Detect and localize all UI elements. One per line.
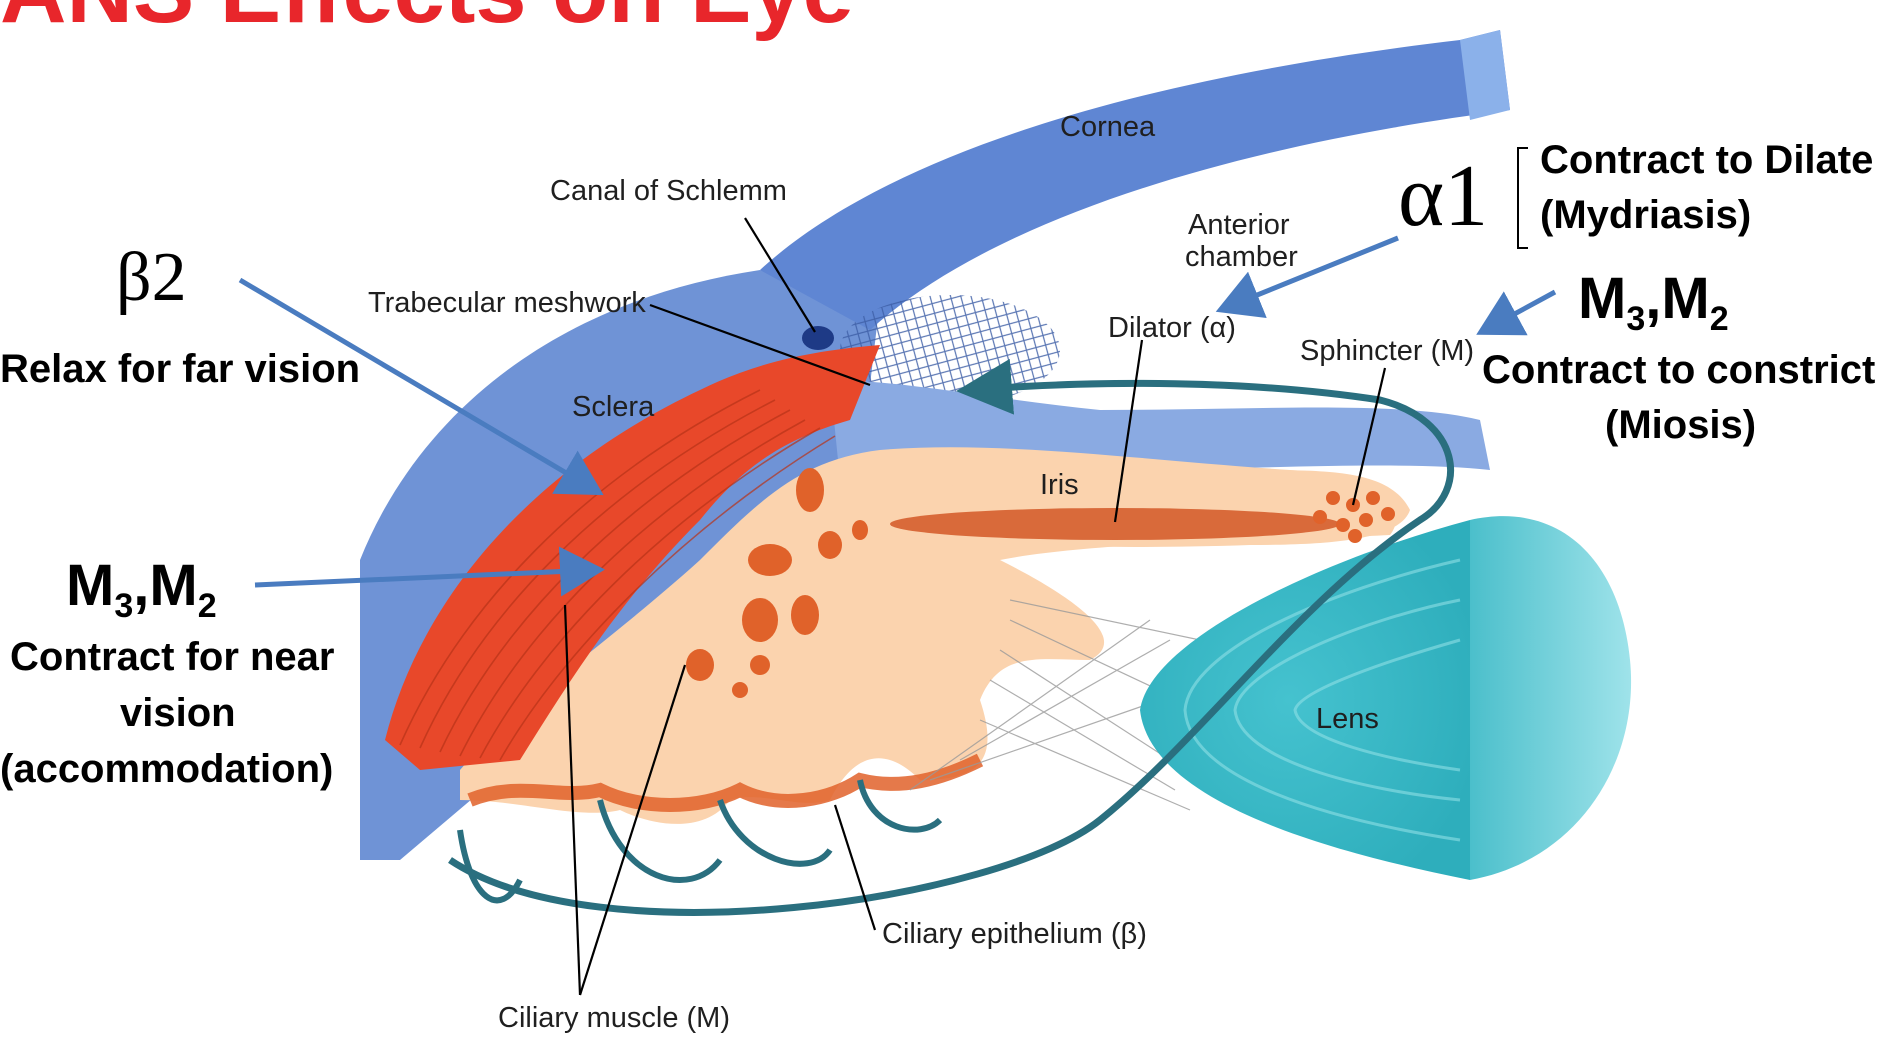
ciliary-effect-3: (accommodation)	[0, 747, 333, 791]
page-title: ANS Effects on Eye	[0, 0, 854, 42]
label-ciliary-muscle: Ciliary muscle (M)	[498, 1002, 730, 1034]
sphincter-receptor-symbol: M3,M2	[1578, 266, 1729, 338]
sphincter-m3m2-arrow	[1485, 292, 1555, 330]
dilator-muscle-shape	[890, 508, 1340, 540]
label-lens: Lens	[1316, 703, 1379, 735]
label-anterior-chamber-1: Anterior	[1188, 209, 1290, 241]
sphincter-effect-2: (Miosis)	[1605, 403, 1756, 447]
label-iris: Iris	[1040, 469, 1079, 501]
label-anterior-chamber-2: chamber	[1185, 241, 1298, 273]
label-cornea: Cornea	[1060, 111, 1156, 143]
ciliary-receptor-symbol: M3,M2	[66, 553, 217, 625]
label-ciliary-epithelium: Ciliary epithelium (β)	[882, 918, 1147, 950]
label-dilator: Dilator (α)	[1108, 312, 1236, 344]
beta2-effect: Relax for far vision	[0, 347, 360, 391]
label-sclera: Sclera	[572, 391, 655, 423]
alpha1-bracket	[1518, 148, 1528, 248]
alpha1-symbol: α1	[1398, 148, 1488, 245]
ciliary-effect-2: vision	[120, 691, 236, 735]
alpha1-effect-2: (Mydriasis)	[1540, 193, 1751, 237]
lens-side	[1470, 516, 1631, 880]
canal-of-schlemm-shape	[802, 326, 834, 350]
alpha1-effect-1: Contract to Dilate	[1540, 138, 1873, 182]
label-sphincter: Sphincter (M)	[1300, 335, 1474, 367]
sphincter-effect-1: Contract to constrict	[1482, 348, 1875, 392]
ciliary-effect-1: Contract for near	[10, 635, 335, 679]
beta2-symbol: β2	[116, 239, 187, 316]
label-canal-of-schlemm: Canal of Schlemm	[550, 175, 787, 207]
label-trabecular-meshwork: Trabecular meshwork	[368, 287, 646, 319]
